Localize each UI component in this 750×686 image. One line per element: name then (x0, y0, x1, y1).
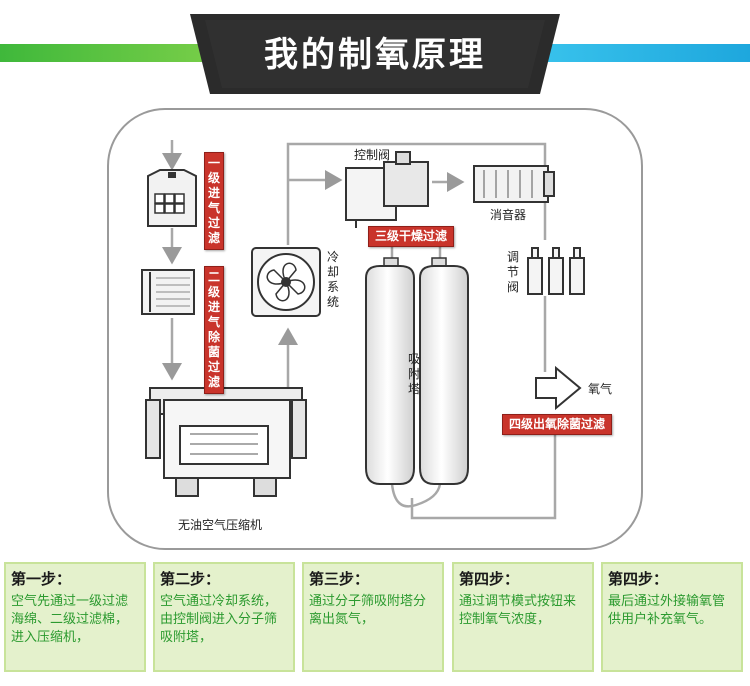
step-title: 第一步： (11, 570, 72, 588)
filter-stage1-icon (147, 169, 197, 227)
step-text: 空气先通过一级过滤海绵、二级过滤棉，进入压缩机， (11, 594, 129, 645)
label-adsorption-tower: 吸附塔 (407, 352, 420, 396)
banner-right-stripe (510, 44, 750, 62)
header-banner: 我的制氧原理 (0, 0, 750, 100)
label-regulator-valve: 调节阀 (506, 250, 519, 294)
step-card-1: 第一步： 空气先通过一级过滤海绵、二级过滤棉，进入压缩机， (4, 562, 146, 672)
step-text: 通过调节模式按钮来控制氧气浓度， (459, 594, 577, 627)
banner-left-stripe (0, 44, 240, 62)
oxygen-output-arrow (535, 365, 582, 411)
step-title: 第二步： (160, 570, 221, 588)
step-card-4: 第四步： 通过调节模式按钮来控制氧气浓度， (452, 562, 594, 672)
adsorption-tower-left (365, 257, 415, 485)
banner-graphic (0, 14, 750, 94)
filter-stage2-icon (141, 269, 195, 315)
label-cooling-system: 冷却系统 (326, 250, 339, 309)
step-card-5: 第四步： 最后通过外接输氧管供用户补充氧气。 (601, 562, 743, 672)
control-valve-icon (345, 151, 429, 228)
step-title: 第四步： (608, 570, 669, 588)
label-oxygen: 氧气 (588, 382, 613, 396)
step-card-2: 第二步： 空气通过冷却系统，由控制阀进入分子筛吸附塔， (153, 562, 295, 672)
step-text: 通过分子筛吸附塔分离出氮气， (309, 594, 427, 627)
step-card-3: 第三步： 通过分子筛吸附塔分离出氮气， (302, 562, 444, 672)
process-diagram (141, 140, 585, 520)
step-text: 空气通过冷却系统，由控制阀进入分子筛吸附塔， (160, 594, 278, 645)
label-dryer-filter: 三级干燥过滤 (368, 226, 455, 247)
label-filter-stage2: 二级进气除菌过滤 (204, 266, 224, 394)
step-title: 第四步： (459, 570, 520, 588)
label-compressor: 无油空气压缩机 (178, 518, 263, 532)
steps-row: 第一步： 空气先通过一级过滤海绵、二级过滤棉，进入压缩机， 第二步： 空气通过冷… (0, 562, 750, 686)
adsorption-tower-right (419, 257, 469, 485)
label-muffler: 消音器 (490, 208, 527, 222)
compressor-icon (145, 387, 307, 497)
cooling-fan-icon (251, 247, 321, 317)
label-filter-stage1: 一级进气过滤 (204, 152, 224, 250)
label-filter-stage4: 四级出氧除菌过滤 (502, 414, 613, 435)
regulator-valves-icon (527, 247, 585, 295)
page-title: 我的制氧原理 (264, 35, 486, 75)
muffler-icon (473, 165, 555, 203)
step-text: 最后通过外接输氧管供用户补充氧气。 (608, 594, 726, 627)
step-title: 第三步： (309, 570, 370, 588)
label-control-valve: 控制阀 (354, 148, 391, 162)
